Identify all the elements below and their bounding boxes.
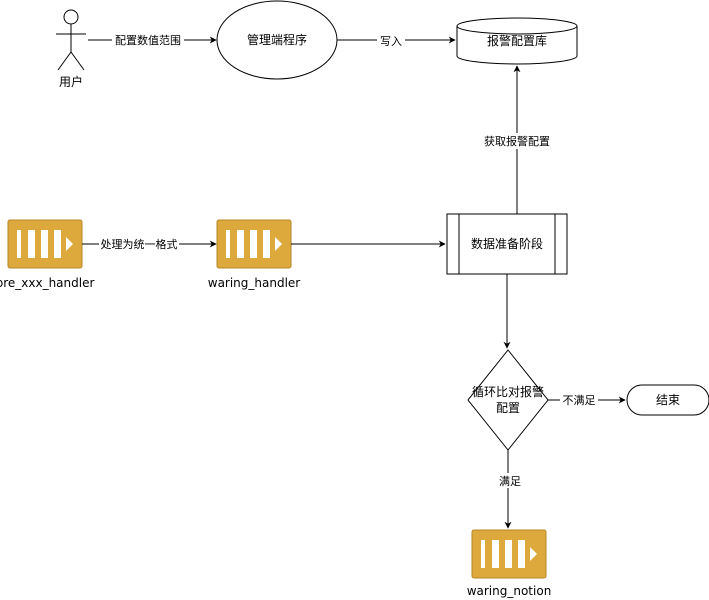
data-prep-label: 数据准备阶段	[471, 236, 543, 251]
waring-handler-queue-icon	[216, 219, 292, 269]
edge-label-not-satisfied: 不满足	[563, 394, 596, 407]
loop-compare-label-line2: 配置	[496, 401, 520, 415]
loop-compare-label-line1: 循环比对报警	[472, 384, 544, 399]
waring-notion-queue-icon	[471, 529, 547, 579]
edge-label-config-range: 配置数值范围	[115, 33, 181, 47]
pre-handler-queue-icon	[7, 219, 83, 269]
pre-handler-label: pre_xxx_handler	[0, 276, 94, 290]
edge-label-unify-format: 处理为统一格式	[101, 237, 178, 251]
data-prep-node	[446, 213, 568, 275]
end-label: 结束	[656, 393, 680, 407]
user-actor-icon	[56, 9, 86, 71]
alert-db-label: 报警配置库	[487, 33, 547, 48]
edge-label-satisfied: 满足	[499, 475, 521, 488]
waring-notion-label: waring_notion	[467, 584, 552, 598]
waring-handler-label: waring_handler	[208, 276, 301, 290]
edge-label-get-alert-config: 获取报警配置	[484, 134, 550, 148]
loop-compare-decision-node	[467, 349, 549, 451]
edge-label-write: 写入	[380, 35, 402, 48]
end-node	[626, 384, 709, 416]
alert-db-node	[456, 17, 578, 65]
user-label: 用户	[59, 74, 83, 89]
admin-program-label: 管理端程序	[247, 32, 307, 47]
